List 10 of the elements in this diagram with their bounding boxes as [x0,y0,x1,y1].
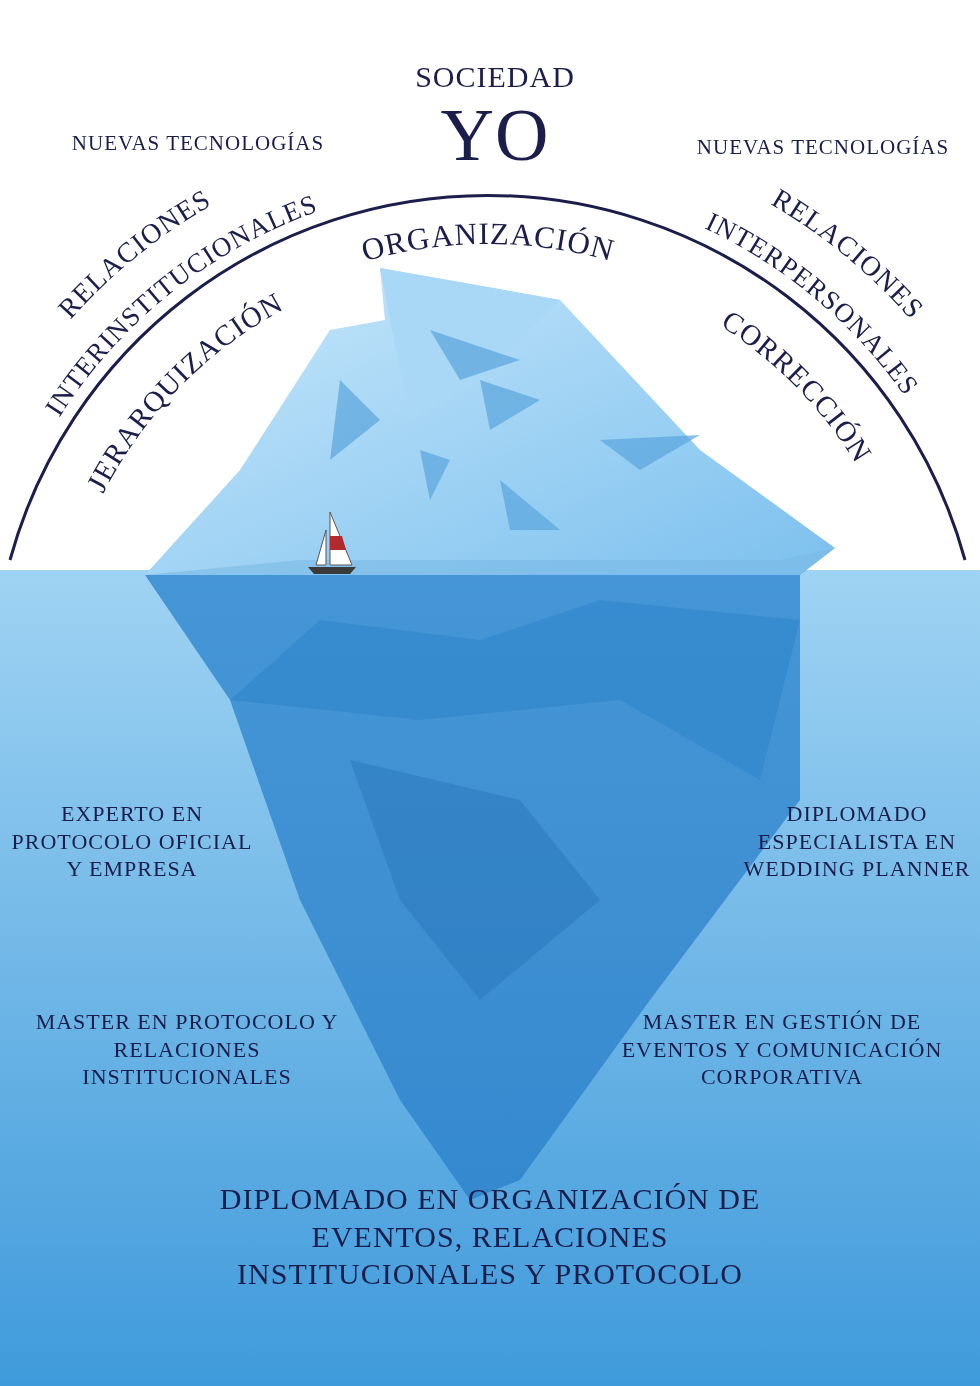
title-text: YO [439,98,551,172]
heading-text: SOCIEDAD [414,59,576,95]
label-text: NUEVAS TECNOLOGÍAS [70,130,326,157]
label-text: NUEVAS TECNOLOGÍAS [695,134,951,161]
curved-label: ORGANIZACIÓN [357,215,619,268]
label-text: DIPLOMADO ESPECIALISTA EN WEDDING PLANNER [742,800,972,883]
label-text: MASTER EN GESTIÓN DE EVENTOS Y COMUNICACIÓN CORPORATIVA [620,1008,944,1091]
label-text: MASTER EN PROTOCOLO Y RELACIONES INSTITUCIONALES [34,1008,340,1091]
label-text: DIPLOMADO EN ORGANIZACIÓN DE EVENTOS, RELACIONES INSTITUCIONALES Y PROTOCOLO [218,1181,762,1292]
label-text: EXPERTO EN PROTOCOLO OFICIAL Y EMPRESA [10,800,254,883]
